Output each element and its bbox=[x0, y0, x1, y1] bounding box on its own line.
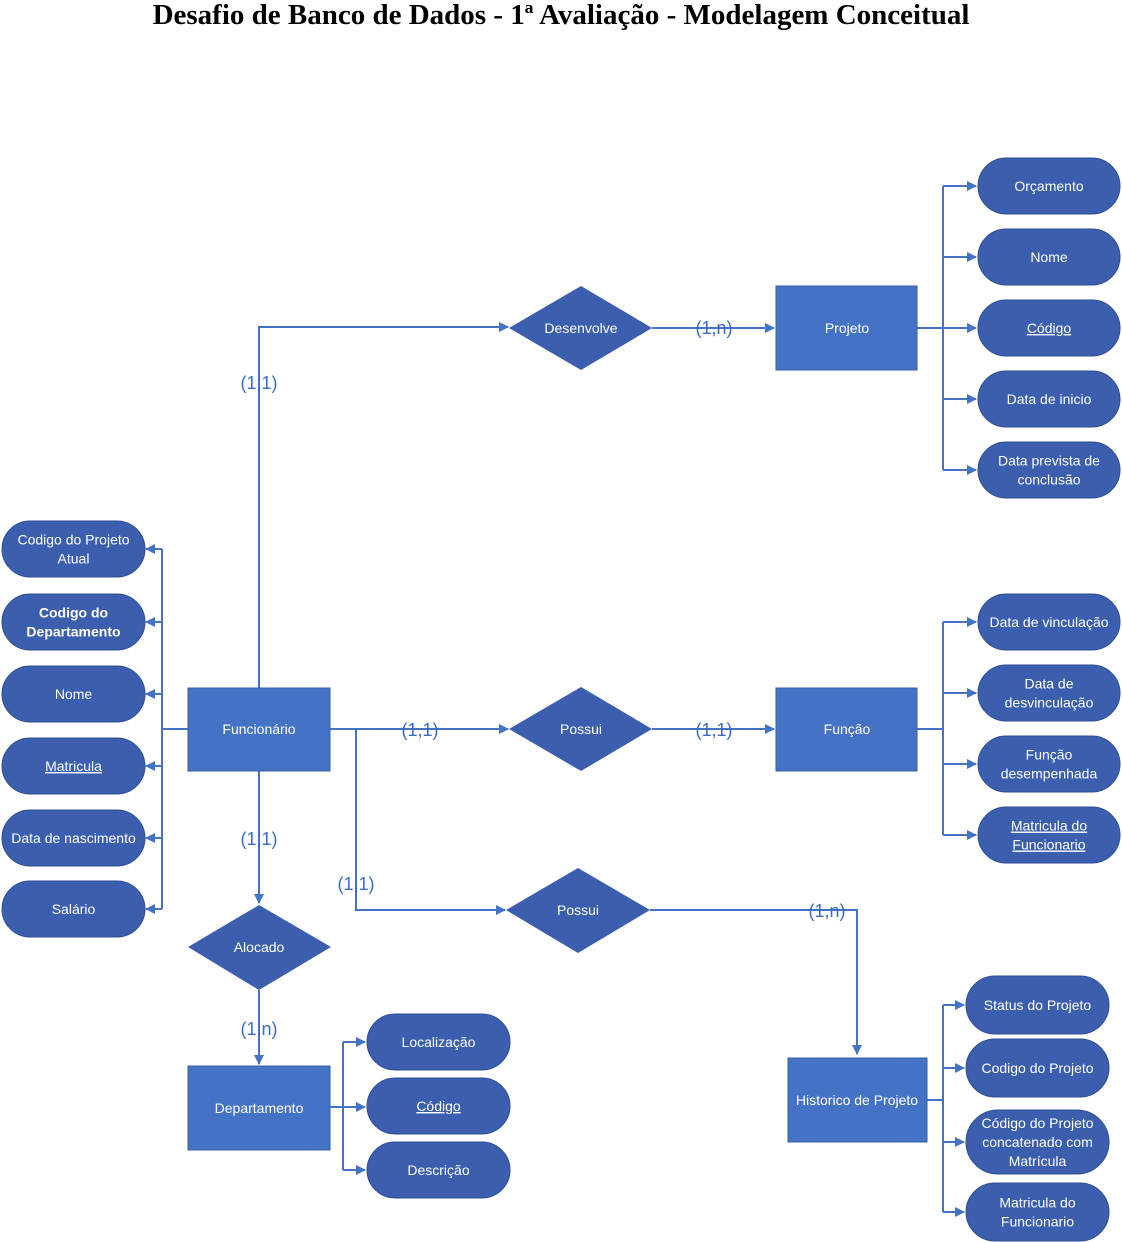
relationship-alocado-label: Alocado bbox=[234, 939, 285, 955]
cardinality-possui-funcao: (1,1) bbox=[695, 720, 732, 740]
line-func-desenvolve bbox=[258, 322, 509, 688]
entity-historico-label: Historico de Projeto bbox=[796, 1092, 918, 1108]
attribute-departamento-1[interactable]: Localização bbox=[366, 1013, 511, 1071]
attribute-projeto-1-label: Orçamento bbox=[1014, 178, 1083, 194]
attribute-projeto-1[interactable]: Orçamento bbox=[977, 157, 1121, 215]
attribute-funcao-2-label: desvinculação bbox=[1005, 695, 1094, 711]
attribute-projeto-5[interactable]: Data prevista de conclusão bbox=[977, 441, 1121, 499]
attribute-historico-3-label: Código do Projeto bbox=[981, 1115, 1093, 1131]
attribute-projeto-3[interactable]: Código bbox=[977, 299, 1121, 357]
attribute-historico-3-label: concatenado com bbox=[982, 1134, 1093, 1150]
attribute-historico-4[interactable]: Matricula do Funcionario bbox=[965, 1182, 1110, 1242]
attribute-projeto-4-label: Data de inicio bbox=[1007, 391, 1092, 407]
attribute-funcao-1-label: Data de vinculação bbox=[989, 614, 1108, 630]
entity-projeto[interactable]: Projeto bbox=[775, 285, 918, 371]
attribute-funcionario-4[interactable]: Matricula bbox=[1, 737, 146, 795]
attribute-departamento-2[interactable]: Código bbox=[366, 1077, 511, 1135]
entity-funcao-label: Função bbox=[824, 721, 871, 737]
attribute-funcao-3[interactable]: Função desempenhada bbox=[977, 735, 1121, 793]
attribute-funcionario-5[interactable]: Data de nascimento bbox=[1, 809, 146, 867]
entity-funcionario[interactable]: Funcionário bbox=[187, 687, 331, 772]
relationship-desenvolve[interactable]: Desenvolve bbox=[509, 286, 652, 370]
cardinality-alocado-departamento: (1,n) bbox=[240, 1019, 277, 1039]
attribute-funcionario-2-label: Codigo do bbox=[39, 605, 108, 621]
attribute-funcao-3-label: desempenhada bbox=[1001, 766, 1098, 782]
relationship-possui-funcao-label: Possui bbox=[560, 721, 602, 737]
cardinality-labels: (1,1) (1,n) (1,1) (1,1) (1,1) (1,n) (1,1… bbox=[240, 318, 845, 1039]
connector-lines bbox=[145, 181, 977, 1217]
attribute-funcao-1[interactable]: Data de vinculação bbox=[977, 593, 1121, 651]
attribute-projeto-5-label: conclusão bbox=[1017, 472, 1080, 488]
relationship-possui-historico-label: Possui bbox=[557, 902, 599, 918]
entity-funcionario-label: Funcionário bbox=[222, 721, 295, 737]
attribute-historico-4-label: Matricula do bbox=[999, 1195, 1075, 1211]
attribute-historico-3-label: Matrícula bbox=[1009, 1153, 1067, 1169]
cardinality-func-possui: (1,1) bbox=[401, 720, 438, 740]
line-func-possui-hist bbox=[330, 728, 506, 915]
relationship-alocado[interactable]: Alocado bbox=[188, 905, 331, 990]
cardinality-func-desenvolve: (1,1) bbox=[240, 373, 277, 393]
diagram-title: Desafio de Banco de Dados - 1ª Avaliação… bbox=[152, 0, 970, 31]
attribute-projeto-4[interactable]: Data de inicio bbox=[977, 370, 1121, 428]
cardinality-func-alocado: (1,1) bbox=[240, 829, 277, 849]
attribute-funcionario-3[interactable]: Nome bbox=[1, 665, 146, 723]
attribute-departamento-1-label: Localização bbox=[402, 1034, 476, 1050]
attribute-funcao-3-label: Função bbox=[1026, 747, 1073, 763]
entity-departamento[interactable]: Departamento bbox=[187, 1065, 331, 1151]
attribute-funcionario-6-label: Salário bbox=[52, 901, 96, 917]
attribute-funcionario-6[interactable]: Salário bbox=[1, 880, 146, 938]
relationship-possui-historico[interactable]: Possui bbox=[506, 868, 650, 953]
attribute-funcionario-4-label: Matricula bbox=[45, 758, 102, 774]
cardinality-desenvolve-projeto: (1,n) bbox=[695, 318, 732, 338]
relationship-possui-funcao[interactable]: Possui bbox=[509, 687, 652, 771]
entity-projeto-label: Projeto bbox=[825, 320, 870, 336]
attribute-funcionario-1-label: Codigo do Projeto bbox=[17, 532, 129, 548]
attribute-projeto-2-label: Nome bbox=[1030, 249, 1068, 265]
attribute-departamento-3[interactable]: Descrição bbox=[366, 1141, 511, 1199]
attribute-funcionario-5-label: Data de nascimento bbox=[11, 830, 136, 846]
entity-funcao[interactable]: Função bbox=[775, 687, 918, 772]
cardinality-possui-historico: (1,n) bbox=[808, 901, 845, 921]
attribute-projeto-5-label: Data prevista de bbox=[998, 453, 1100, 469]
attribute-funcionario-2-label: Departamento bbox=[26, 624, 120, 640]
entity-departamento-label: Departamento bbox=[215, 1100, 304, 1116]
attribute-funcao-4[interactable]: Matricula do Funcionario bbox=[977, 806, 1121, 864]
attribute-funcionario-2[interactable]: Codigo do Departamento bbox=[1, 593, 146, 651]
attribute-departamento-3-label: Descrição bbox=[407, 1162, 469, 1178]
attribute-funcionario-1-label: Atual bbox=[58, 551, 90, 567]
attribute-funcao-4-label: Matricula do bbox=[1011, 818, 1087, 834]
cardinality-func-possui-hist: (1,1) bbox=[337, 874, 374, 894]
attribute-projeto-3-label: Código bbox=[1027, 320, 1072, 336]
attribute-funcao-2[interactable]: Data de desvinculação bbox=[977, 664, 1121, 722]
attribute-projeto-2[interactable]: Nome bbox=[977, 228, 1121, 286]
attribute-historico-1[interactable]: Status do Projeto bbox=[965, 975, 1110, 1035]
attribute-historico-3[interactable]: Código do Projeto concatenado comMatrícul… bbox=[965, 1109, 1110, 1175]
attribute-funcionario-3-label: Nome bbox=[55, 686, 93, 702]
attribute-historico-4-label: Funcionario bbox=[1001, 1214, 1074, 1230]
attribute-historico-1-label: Status do Projeto bbox=[984, 997, 1092, 1013]
attribute-departamento-2-label: Código bbox=[416, 1098, 461, 1114]
line-possui-historico bbox=[650, 909, 862, 1055]
attribute-historico-2[interactable]: Codigo do Projeto bbox=[965, 1038, 1110, 1098]
relationship-desenvolve-label: Desenvolve bbox=[544, 320, 617, 336]
attribute-funcao-2-label: Data de bbox=[1024, 676, 1073, 692]
attribute-funcao-4-label: Funcionario bbox=[1012, 837, 1085, 853]
entity-historico[interactable]: Historico de Projeto bbox=[787, 1057, 928, 1143]
attribute-historico-2-label: Codigo do Projeto bbox=[981, 1060, 1093, 1076]
